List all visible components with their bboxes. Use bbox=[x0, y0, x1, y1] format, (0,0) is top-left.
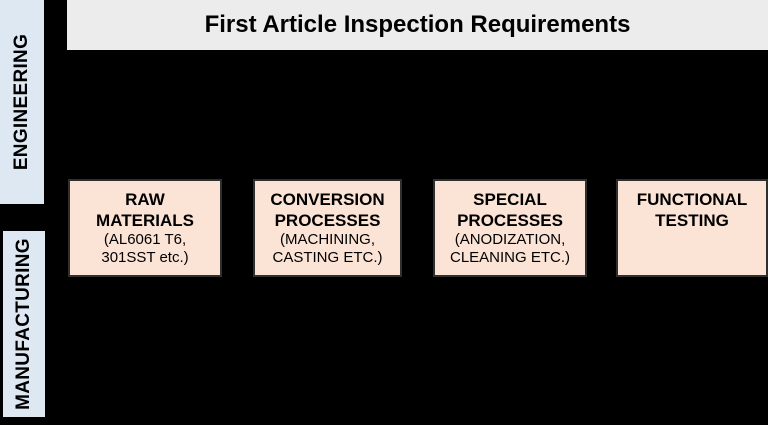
manufacturing-band: MANUFACTURING bbox=[3, 231, 45, 417]
box-conversion-processes: CONVERSION PROCESSES (MACHINING, CASTING… bbox=[253, 179, 402, 277]
box-title-line: CONVERSION bbox=[270, 190, 385, 209]
page-title: First Article Inspection Requirements bbox=[204, 11, 631, 38]
box-sub-line: (ANODIZATION, bbox=[454, 231, 566, 248]
box-special-processes: SPECIAL PROCESSES (ANODIZATION, CLEANING… bbox=[433, 179, 587, 277]
box-title-line: MATERIALS bbox=[96, 211, 194, 230]
box-title-line: TESTING bbox=[655, 211, 729, 230]
box-functional-testing: FUNCTIONAL TESTING bbox=[616, 179, 768, 277]
box-sub-line: CASTING ETC.) bbox=[272, 249, 383, 266]
box-sub-line: 301SST etc.) bbox=[101, 249, 189, 266]
box-title-line: SPECIAL bbox=[473, 190, 547, 209]
box-title-line: PROCESSES bbox=[274, 211, 381, 230]
box-sub-line: (AL6061 T6, bbox=[103, 231, 187, 248]
box-title-line: FUNCTIONAL bbox=[636, 190, 748, 209]
engineering-band-label: ENGINEERING bbox=[11, 33, 33, 171]
box-title-line: PROCESSES bbox=[457, 211, 563, 230]
box-title-line: RAW bbox=[125, 190, 165, 209]
header-banner: First Article Inspection Requirements bbox=[67, 0, 768, 50]
box-raw-materials: RAW MATERIALS (AL6061 T6, 301SST etc.) bbox=[68, 179, 222, 277]
box-sub-line: CLEANING ETC.) bbox=[449, 249, 570, 266]
box-sub-line: (MACHINING, bbox=[280, 231, 375, 248]
manufacturing-band-label: MANUFACTURING bbox=[13, 238, 34, 410]
engineering-band: ENGINEERING bbox=[0, 0, 44, 204]
